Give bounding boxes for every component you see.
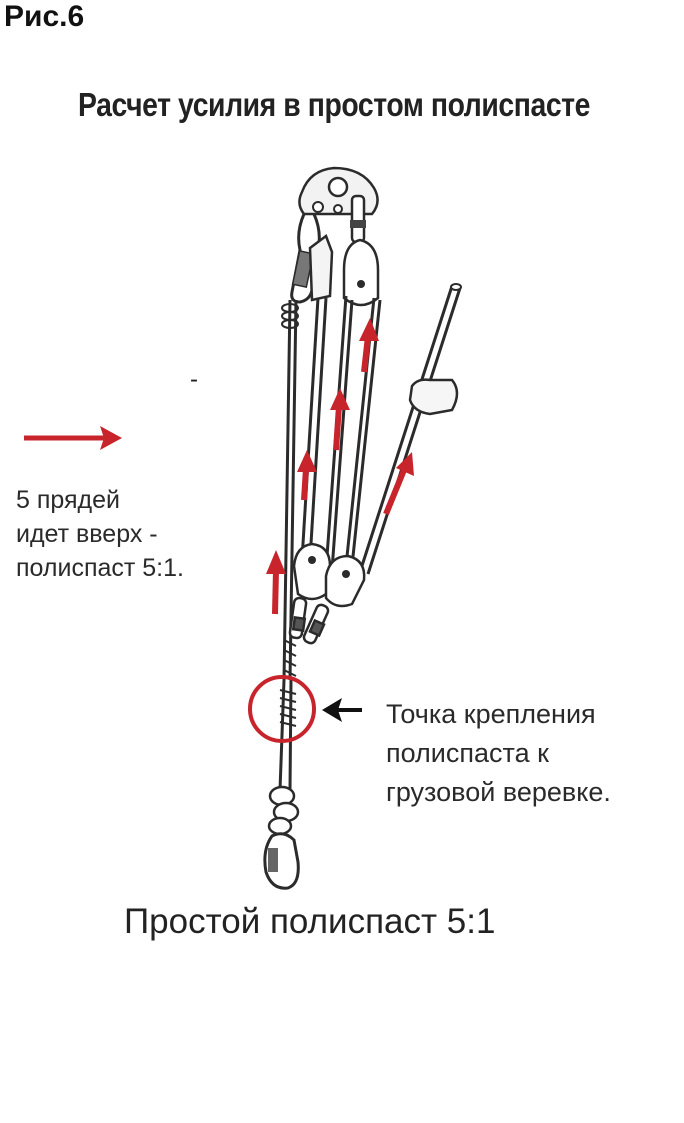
- legend-red-arrow: [24, 426, 122, 450]
- attachment-note: Точка крепления полиспаста к грузовой ве…: [386, 695, 611, 812]
- pulley-icon: [324, 554, 366, 608]
- attachment-note-line: Точка крепления: [386, 699, 596, 729]
- attachment-note-line: грузовой веревке.: [386, 777, 611, 807]
- anchor-plate-icon: [298, 166, 379, 216]
- attachment-note-line: полиспаста к: [386, 738, 549, 768]
- strands-note-line: 5 прядей: [16, 486, 121, 514]
- figure-label: Рис.6: [4, 0, 85, 33]
- diagram-caption: Простой полиспаст 5:1: [124, 902, 496, 941]
- pulley-icon: [342, 194, 380, 307]
- pulley-icon: [292, 542, 332, 601]
- force-arrow-strand-2: [297, 450, 317, 501]
- carabiner-icon: [263, 832, 300, 890]
- force-arrow-strand-4: [359, 318, 379, 373]
- load-rope: [278, 679, 293, 791]
- rope-grab-icon: [308, 233, 334, 302]
- diagram-title: Расчет усилия в простом полиспасте: [78, 86, 591, 123]
- haul-rope: [358, 285, 462, 575]
- knot-icon: [281, 303, 299, 329]
- strands-note-line: идет вверх -: [16, 520, 158, 548]
- knot-icon: [279, 639, 297, 727]
- strands-note-line: полиспаст 5:1.: [16, 554, 184, 582]
- force-arrows: [266, 318, 414, 615]
- force-arrow-strand-3: [330, 388, 350, 451]
- strands-note: 5 прядей идет вверх - полиспаст 5:1.: [16, 483, 184, 585]
- force-arrow-strand-5: [383, 452, 414, 516]
- attachment-pointer-arrow: [322, 698, 362, 722]
- attachment-point-highlight: [248, 675, 316, 743]
- knot-icon: [267, 785, 300, 836]
- rope-grab-icon: [408, 378, 459, 416]
- stray-dash: -: [190, 366, 198, 393]
- force-arrow-strand-1: [266, 550, 286, 615]
- carabiner-icon: [288, 596, 330, 645]
